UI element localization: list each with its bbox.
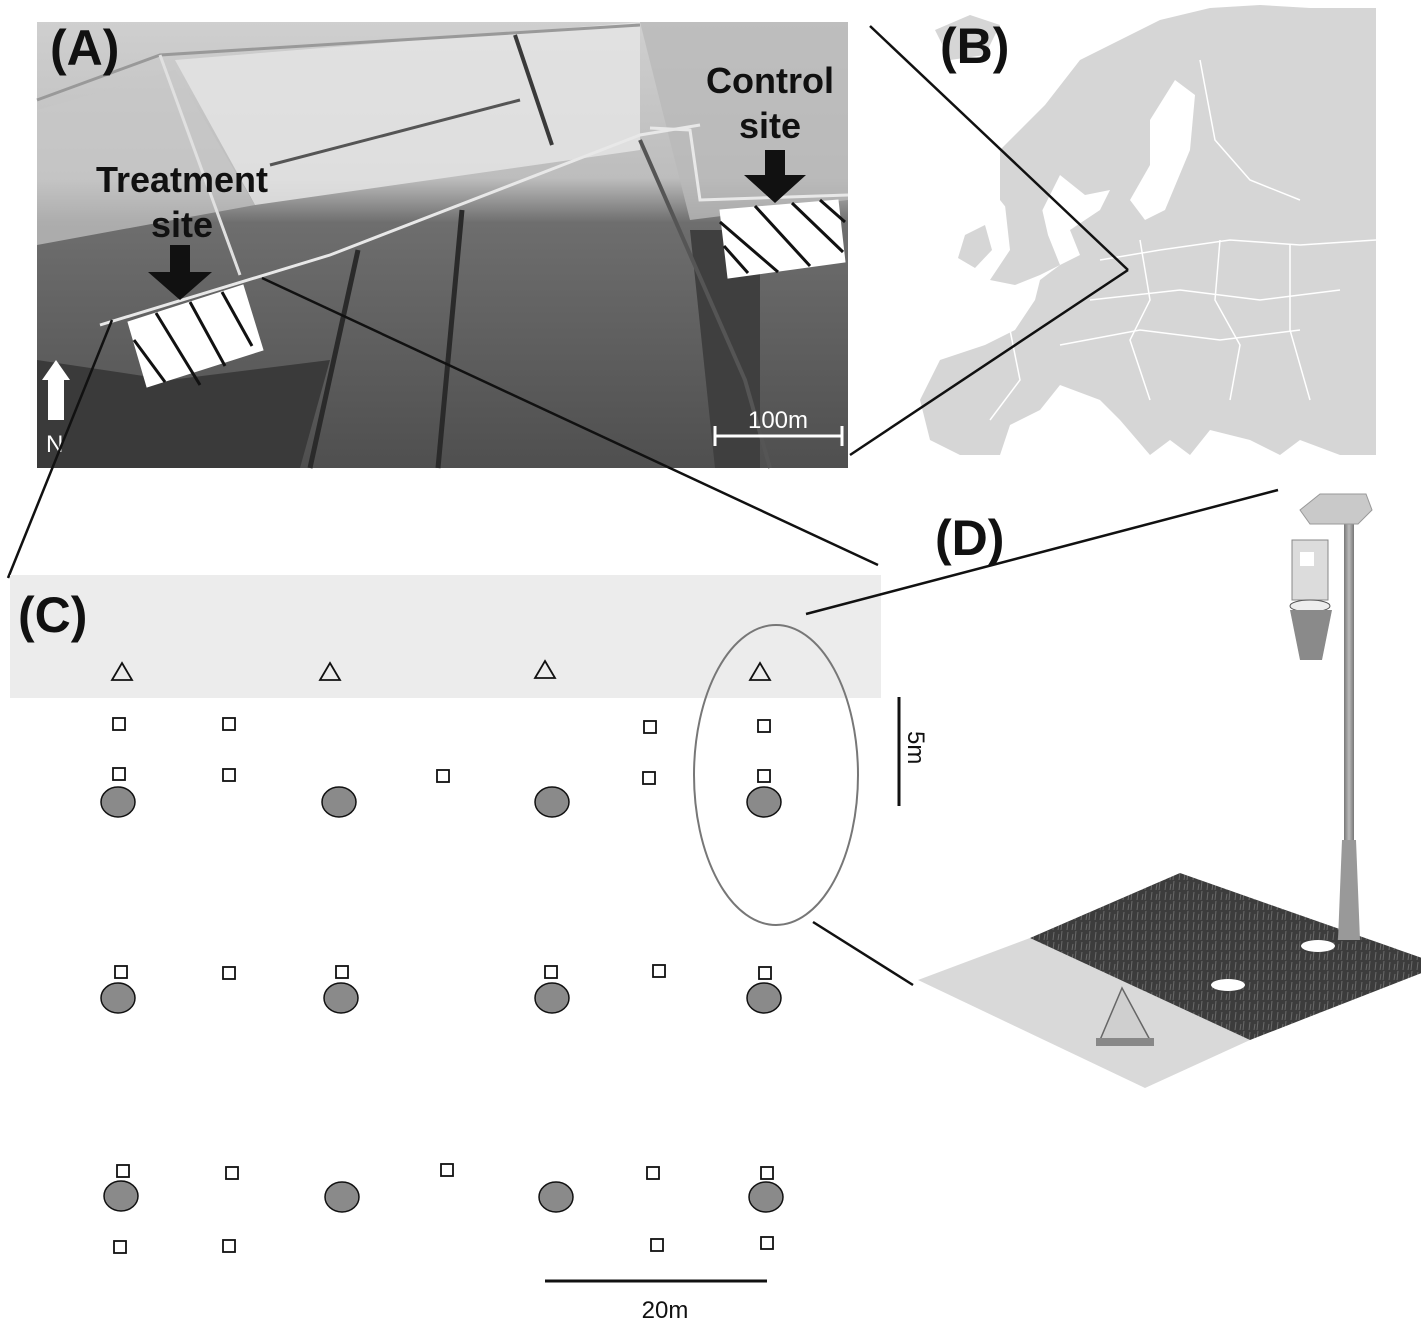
pitfall-trap-square-icon (544, 965, 558, 979)
pitfall-trap-square-icon (643, 720, 657, 734)
light-trap-pole-icon (1299, 493, 1373, 940)
treatment-site-label-line1: Treatment (96, 159, 268, 200)
pitfall-trap-square-icon (436, 769, 450, 783)
panel-a-aerial-photo: Control site Treatment site N 100m (A) (36, 20, 849, 469)
control-site-label-line1: Control (706, 60, 834, 101)
highlighted-subplot-ellipse (693, 624, 859, 926)
panel-c-trap-layout: (C) 5m 20m (10, 575, 929, 1324)
pitfall-trap-square-icon (114, 965, 128, 979)
pitfall-trap-square-icon (222, 1239, 236, 1253)
pitfall-trap-square-icon (650, 1238, 664, 1252)
pitfall-trap-square-icon (335, 965, 349, 979)
pitfall-trap-square-icon (225, 1166, 239, 1180)
panel-b-europe-map: (B) (849, 5, 1377, 457)
emergence-trap-ellipse-icon (534, 982, 570, 1014)
light-trap-triangle-icon (318, 661, 342, 681)
grassland-strip (10, 575, 881, 698)
bare-ground-plane (918, 938, 1250, 1088)
control-arrow-icon (744, 150, 806, 203)
panel-d-label: (D) (935, 510, 1004, 566)
scale-bar-100m (713, 426, 844, 446)
light-trap-triangle-icon (748, 661, 772, 681)
emergence-trap-ellipse-icon (746, 982, 782, 1014)
panel-a-label: (A) (50, 20, 119, 76)
treatment-site-area (127, 284, 264, 388)
north-arrow-icon (42, 360, 70, 420)
treatment-site-label-line2: site (151, 204, 213, 245)
pitfall-trap-square-icon (440, 1163, 454, 1177)
scale-label-5m: 5m (902, 731, 929, 764)
pitfall-trap-square-icon (222, 966, 236, 980)
emergence-trap-ellipse-icon (538, 1181, 574, 1213)
control-site-area (719, 198, 846, 279)
light-trap-triangle-icon (533, 659, 557, 679)
pitfall-trap-square-icon (113, 1240, 127, 1254)
pitfall-trap-square-icon (222, 717, 236, 731)
panel-c-label: (C) (18, 587, 87, 643)
pitfall-trap-square-icon (116, 1164, 130, 1178)
pitfall-trap-square-icon (757, 719, 771, 733)
emergence-trap-ellipse-icon (100, 982, 136, 1014)
pitfall-trap-square-icon (760, 1236, 774, 1250)
pitfall-trap-square-icon (758, 966, 772, 980)
grass-ground-plane (1030, 873, 1421, 1040)
panel-d-trap-illustration: (D) (805, 488, 1421, 1088)
panel-b-label: (B) (940, 18, 1009, 74)
emergence-trap-ellipse-icon (100, 786, 136, 818)
pitfall-trap-square-icon (112, 767, 126, 781)
treatment-arrow-icon (148, 245, 212, 300)
scale-label-100m: 100m (748, 407, 808, 434)
pitfall-trap-square-icon (646, 1166, 660, 1180)
scale-label-20m: 20m (642, 1297, 689, 1324)
emergence-trap-ellipse-icon (323, 982, 359, 1014)
control-site-label-line2: site (739, 105, 801, 146)
pitfall-trap-square-icon (222, 768, 236, 782)
emergence-trap-icon (1096, 986, 1154, 1046)
emergence-trap-ellipse-icon (324, 1181, 360, 1213)
emergence-trap-ellipse-icon (534, 786, 570, 818)
pitfall-trap-square-icon (760, 1166, 774, 1180)
emergence-trap-ellipse-icon (746, 786, 782, 818)
pitfall-trap-square-icon (757, 769, 771, 783)
light-trap-triangle-icon (110, 661, 134, 681)
light-trap-bag-icon (1289, 539, 1332, 660)
emergence-trap-ellipse-icon (321, 786, 357, 818)
emergence-trap-ellipse-icon (103, 1180, 139, 1212)
emergence-trap-ellipse-icon (748, 1181, 784, 1213)
pitfall-trap-square-icon (642, 771, 656, 785)
pitfall-trap-square-icon (652, 964, 666, 978)
pitfall-trap-square-icon (112, 717, 126, 731)
